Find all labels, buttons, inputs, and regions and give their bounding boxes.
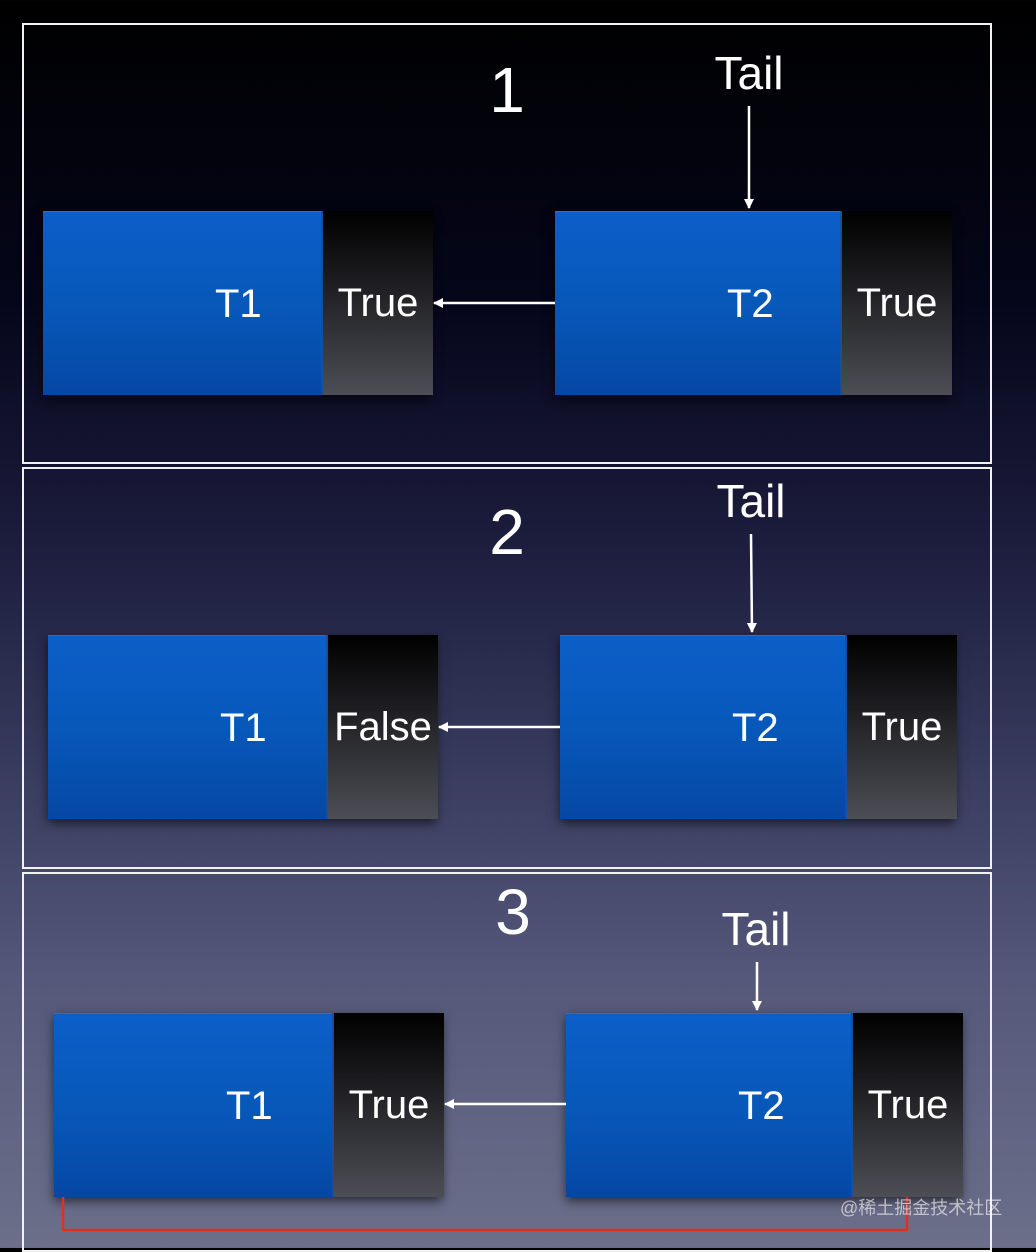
node-t1-panel-3: T1 True [54, 1013, 444, 1197]
node-name: T1 [215, 282, 262, 326]
node-t1-panel-1: T1 True [43, 211, 433, 395]
panel-step-1 [22, 23, 992, 464]
node-flag-value: True [856, 281, 938, 325]
panel-step-2 [22, 467, 992, 869]
node-t2-panel-2: T2 True [560, 635, 957, 819]
node-body: T1 [43, 211, 321, 395]
node-flag: True [851, 1013, 963, 1197]
tail-label-2: Tail [716, 475, 786, 527]
watermark: @稀土掘金技术社区 [840, 1198, 1003, 1218]
node-flag-value: True [337, 281, 419, 325]
node-body: T2 [560, 635, 845, 819]
node-name: T2 [738, 1084, 785, 1128]
node-body: T2 [566, 1013, 851, 1197]
node-name: T1 [220, 706, 267, 750]
node-flag: False [326, 635, 438, 819]
step-number-1: 1 [489, 54, 525, 126]
node-body: T2 [555, 211, 840, 395]
node-flag-value: True [867, 1083, 949, 1127]
tail-label-1: Tail [714, 47, 784, 99]
node-name: T1 [226, 1084, 273, 1128]
node-flag: True [840, 211, 952, 395]
tail-label-3: Tail [721, 903, 791, 955]
node-t2-panel-3: T2 True [566, 1013, 963, 1197]
node-flag-value: True [861, 705, 943, 749]
node-name: T2 [727, 282, 774, 326]
node-t1-panel-2: T1 False [48, 635, 438, 819]
node-t2-panel-1: T2 True [555, 211, 952, 395]
node-flag-value: True [348, 1083, 430, 1127]
node-flag: True [321, 211, 433, 395]
step-number-3: 3 [495, 876, 531, 948]
node-flag: True [332, 1013, 444, 1197]
node-body: T1 [54, 1013, 332, 1197]
node-flag: True [845, 635, 957, 819]
step-number-2: 2 [489, 496, 525, 568]
node-name: T2 [732, 706, 779, 750]
node-body: T1 [48, 635, 326, 819]
node-flag-value: False [334, 705, 432, 749]
